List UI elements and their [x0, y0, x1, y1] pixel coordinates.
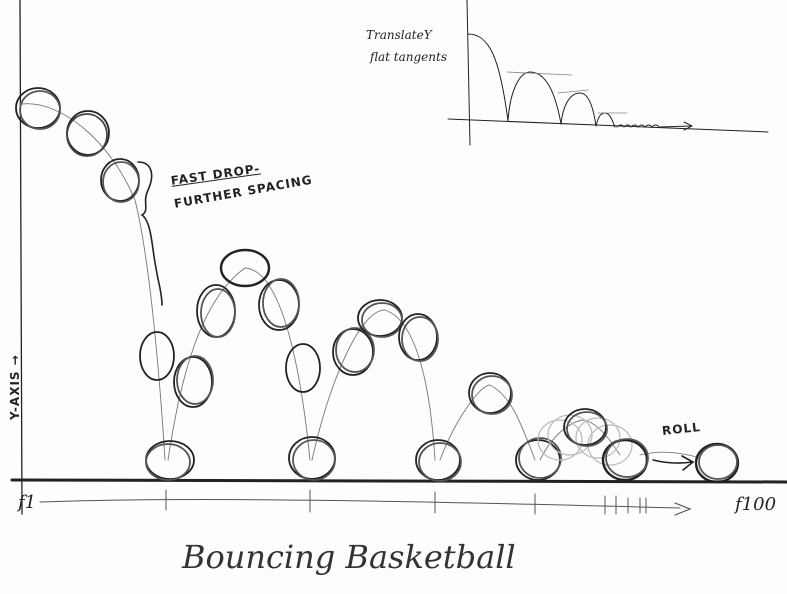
ground-line — [10, 478, 787, 484]
frame-timeline — [39, 489, 692, 516]
fast-drop-brace-icon — [137, 161, 163, 306]
inset-label-translate-y: TranslateY — [366, 28, 432, 42]
roll-arrow-icon — [652, 455, 695, 471]
ball-apex-1 — [219, 248, 271, 288]
timeline-end-label: f100 — [735, 494, 777, 515]
ball-contact-1 — [145, 440, 195, 481]
ball-frame-3 — [100, 158, 140, 203]
ball-drawings — [15, 87, 740, 484]
inset-label-flat-tangents: flat tangents — [370, 50, 447, 64]
ball-fall-1 — [258, 278, 300, 331]
ball-contact-5 — [601, 438, 649, 482]
ball-frame-2 — [66, 110, 110, 157]
ball-fall-3 — [398, 313, 439, 362]
ball-contact-2 — [288, 436, 336, 481]
ball-frame-4 — [139, 331, 175, 381]
y-axis-line — [19, 0, 23, 515]
ball-contact-3 — [415, 439, 462, 482]
ball-apex-4 — [563, 408, 608, 447]
ball-fall-2 — [285, 343, 321, 393]
y-axis-label: Y-AXIS → — [8, 354, 22, 420]
ball-apex-3 — [468, 372, 513, 415]
ball-rise-3 — [332, 327, 375, 376]
ball-apex-2 — [357, 299, 403, 338]
timeline-start-label: f1 — [18, 492, 37, 513]
ball-rise-1 — [173, 355, 214, 408]
ball-frame-1 — [15, 87, 61, 130]
ball-rise-2 — [196, 284, 236, 338]
ball-roll-end — [694, 442, 740, 484]
trajectory-arcs — [21, 103, 701, 461]
inset-translate-y-graph — [447, 0, 769, 146]
sketch-title: Bouncing Basketball — [182, 538, 516, 576]
